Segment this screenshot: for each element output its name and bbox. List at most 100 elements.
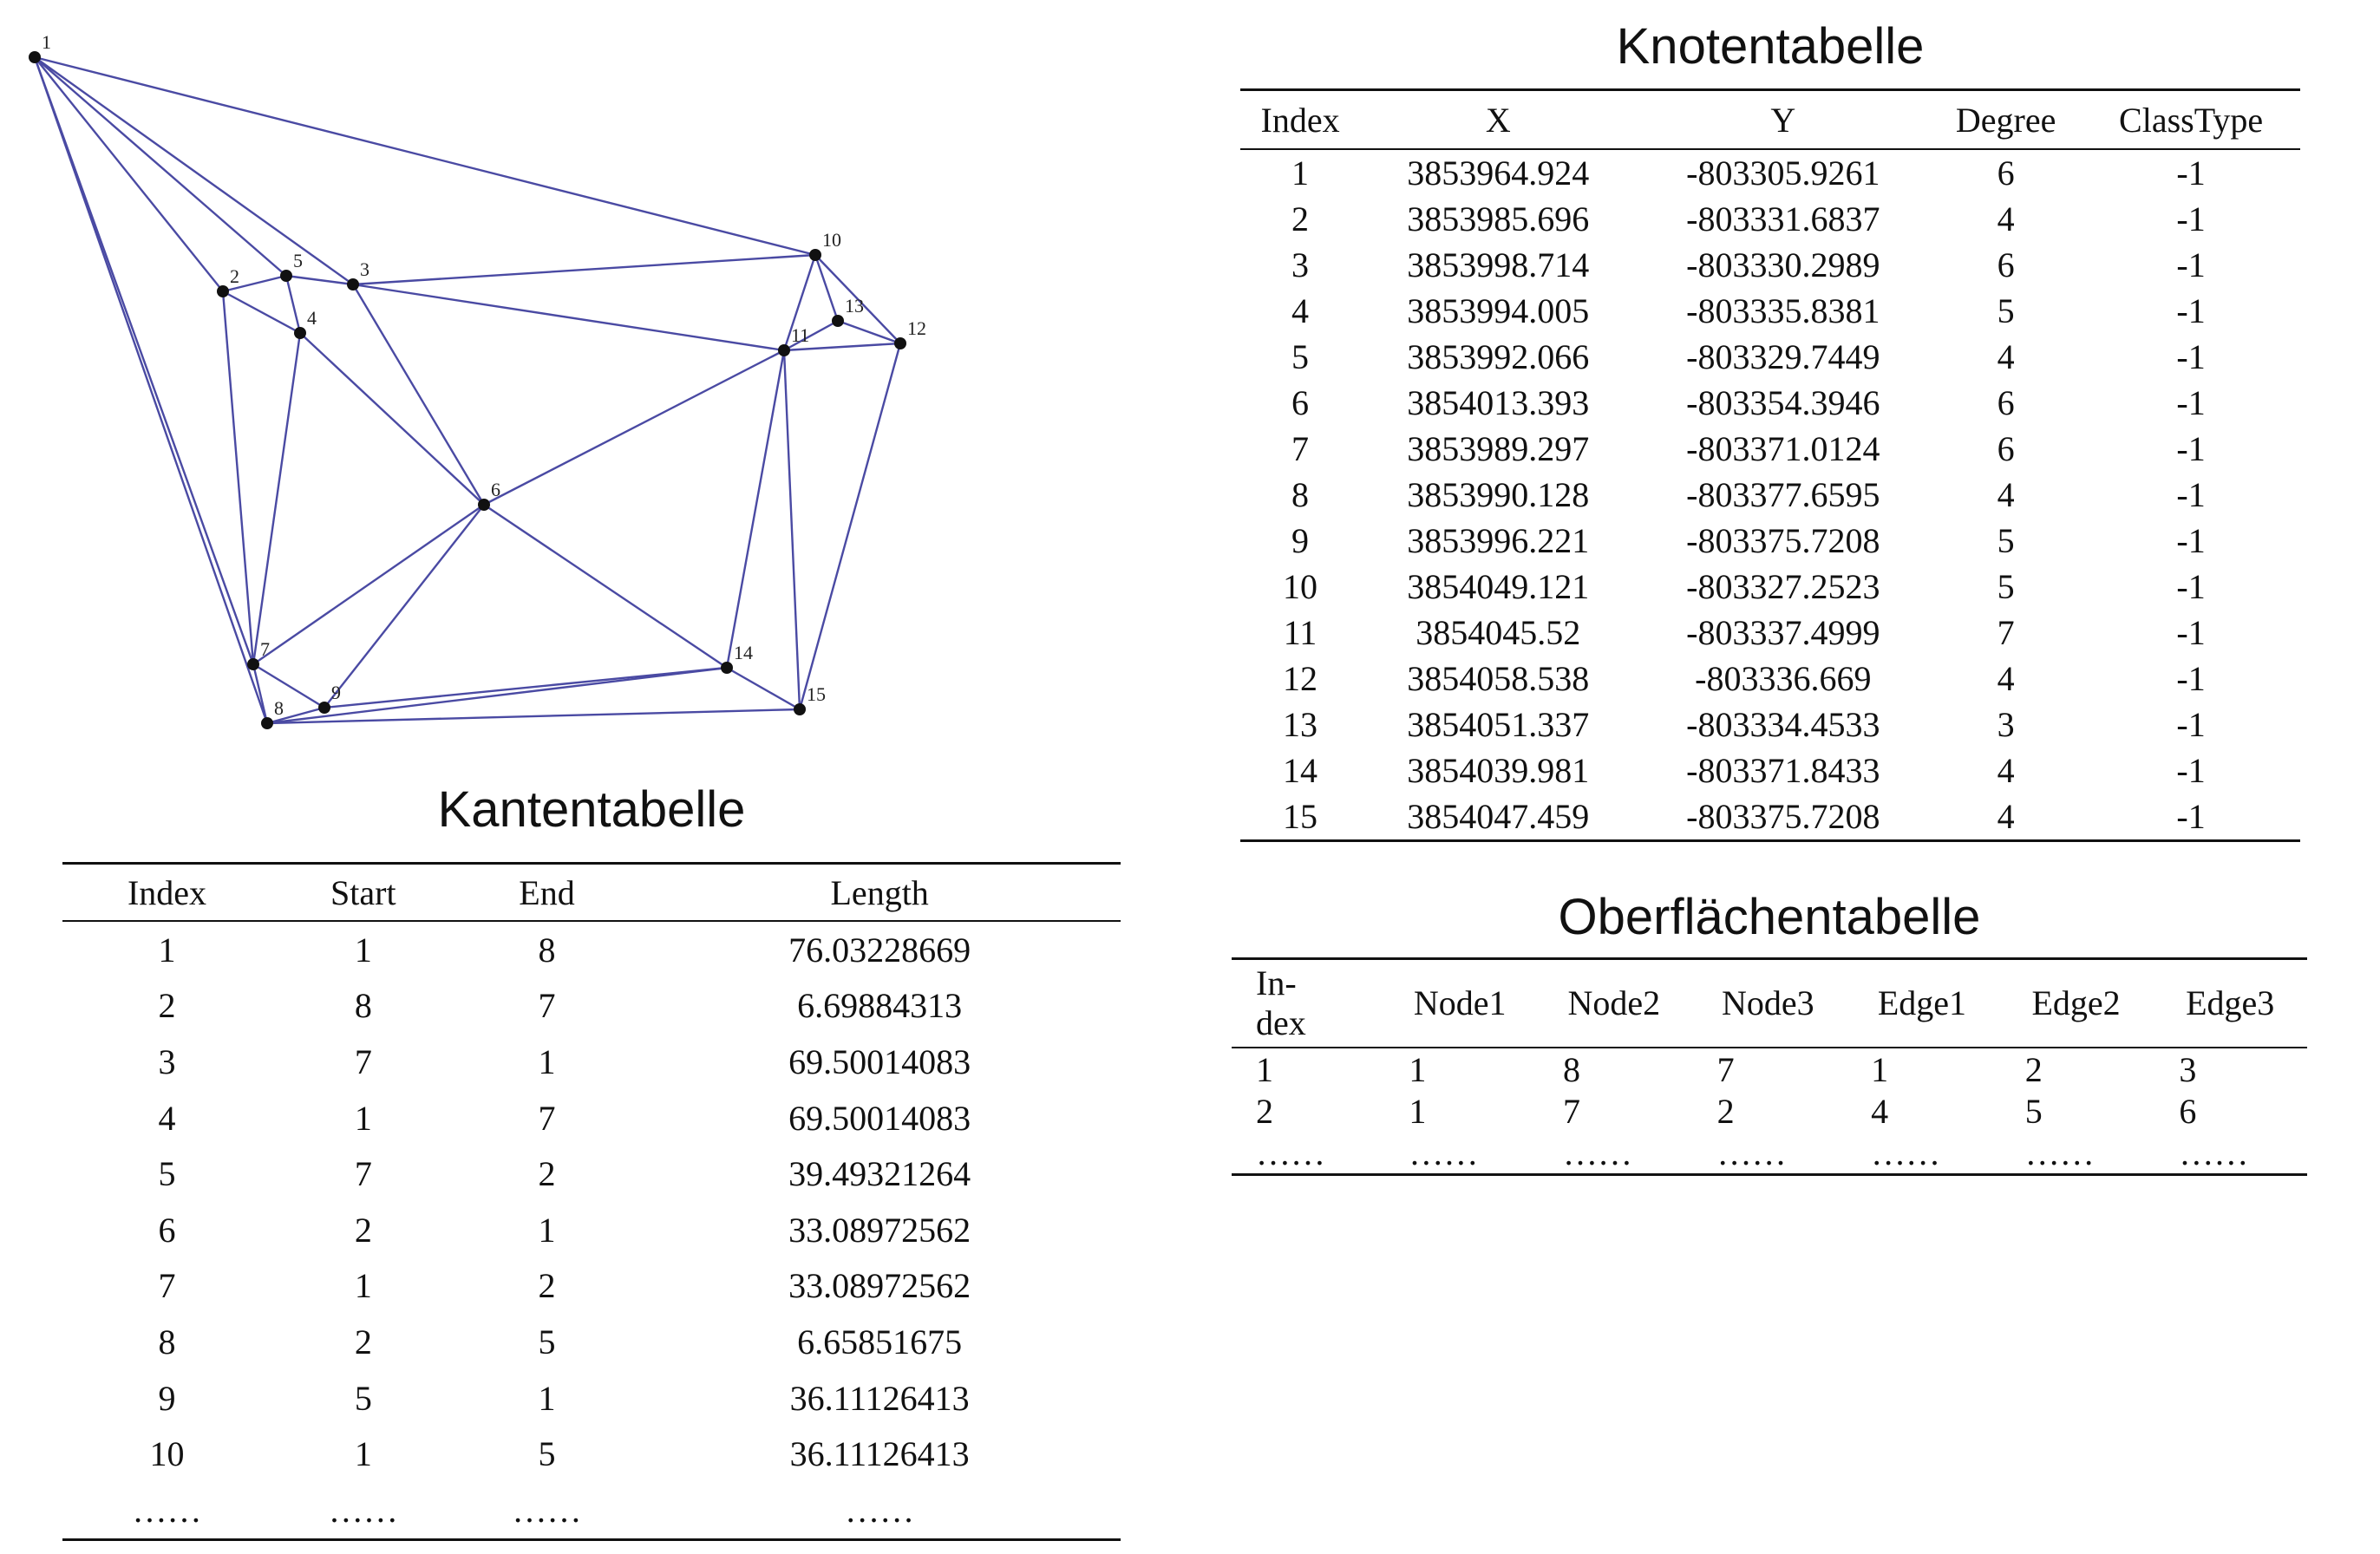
- node-table-cell: 9: [1291, 521, 1310, 560]
- node-table-cell: 6: [1997, 245, 2015, 284]
- surface-table-cell: 1: [1409, 1091, 1427, 1131]
- edge-table-cell: 6.65851675: [797, 1322, 963, 1361]
- edge-table-cell: 8: [158, 1322, 176, 1361]
- node-table-cell: -1: [2176, 797, 2206, 836]
- edge-table-cell: 76.03228669: [788, 930, 971, 970]
- node-table-cell: -1: [2176, 153, 2206, 193]
- node-table-cell: 3854049.121: [1407, 567, 1590, 606]
- graph-node-9: [318, 702, 330, 714]
- node-table-cell: 3: [1291, 245, 1310, 284]
- graph-node-label: 15: [807, 683, 826, 705]
- node-table-cell: -1: [2176, 567, 2206, 606]
- graph-edge-3-10: [352, 253, 816, 286]
- surface-table-cell: 1: [1409, 1049, 1427, 1089]
- edge-table-cell: 5: [354, 1378, 372, 1418]
- graph-node-label: 1: [42, 31, 51, 53]
- surface-table-cell: 6: [2179, 1091, 2197, 1131]
- node-table-cell: -803375.7208: [1686, 521, 1880, 560]
- edge-table-cell: ……: [845, 1490, 915, 1530]
- graph-edge-11-13: [783, 319, 839, 352]
- graph-node-label: 6: [491, 479, 500, 500]
- graph-edge-10-11: [782, 254, 817, 351]
- graph-node-label: 4: [307, 307, 317, 329]
- surface-table-cell: 1: [1256, 1049, 1273, 1089]
- graph-edge-7-8: [252, 663, 269, 724]
- edge-table-cell: ……: [132, 1490, 202, 1530]
- graph-edge-6-9: [324, 504, 485, 708]
- node-table-cell: -1: [2176, 199, 2206, 238]
- node-table-header-cell: Y: [1636, 89, 1931, 150]
- node-table-cell: 12: [1283, 659, 1318, 698]
- node-table-cell: 3854058.538: [1407, 659, 1590, 698]
- edge-table-cell: 6: [158, 1210, 176, 1250]
- edge-table-header-cell: End: [454, 863, 639, 922]
- node-table-cell: -1: [2176, 337, 2206, 376]
- edge-table-cell: 1: [538, 1210, 556, 1250]
- edge-table-cell: 2: [354, 1322, 372, 1361]
- graph-edge-14-15: [726, 666, 801, 711]
- graph-edge-6-7: [252, 504, 485, 665]
- graph-edge-1-10: [34, 56, 816, 257]
- graph-edge-5-4: [284, 275, 302, 334]
- surface-table-cell: ……: [2179, 1133, 2249, 1172]
- graph-edge-4-7: [252, 332, 302, 665]
- surface-table-cell: ……: [1256, 1133, 1325, 1172]
- graph-node-3: [347, 278, 359, 291]
- node-table-cell: 14: [1283, 751, 1318, 790]
- edge-table-cell: 1: [538, 1041, 556, 1081]
- surface-table-header-cell: In- dex: [1232, 958, 1383, 1048]
- graph-edge-1-2: [34, 56, 224, 292]
- graph-node-10: [809, 249, 821, 261]
- edge-table-cell: 1: [354, 1098, 372, 1138]
- node-table-cell: 3: [1997, 705, 2015, 744]
- edge-table-cell: ……: [512, 1490, 582, 1530]
- node-table-cell: -1: [2176, 245, 2206, 284]
- node-table-cell: 3854051.337: [1407, 705, 1590, 744]
- node-table-header-cell: ClassType: [2082, 89, 2300, 150]
- graph-node-2: [217, 285, 229, 297]
- surface-table-header-cell: Node2: [1536, 958, 1691, 1048]
- graph-node-label: 14: [734, 642, 753, 663]
- node-table-cell: 3853994.005: [1407, 291, 1590, 330]
- graph-edge-2-4: [222, 290, 301, 335]
- node-table-cell: -803335.8381: [1686, 291, 1880, 330]
- node-table-cell: 3853990.128: [1407, 475, 1590, 514]
- surface-table-header-cell: Node3: [1690, 958, 1846, 1048]
- graph-edge-6-11: [483, 349, 785, 506]
- graph-edge-7-9: [252, 663, 325, 709]
- node-table-cell: 6: [1291, 383, 1310, 422]
- node-table-cell: 7: [1997, 613, 2015, 652]
- graph-node-label: 13: [845, 295, 864, 317]
- surface-table-cell: 3: [2179, 1049, 2197, 1089]
- node-table-cell: -1: [2176, 475, 2206, 514]
- graph-edge-1-7: [33, 56, 255, 665]
- node-table-cell: -1: [2176, 659, 2206, 698]
- node-table-cell: -803337.4999: [1686, 613, 1880, 652]
- surface-table-cell: 2: [1716, 1091, 1735, 1131]
- node-table-cell: -803329.7449: [1686, 337, 1880, 376]
- graph-edge-8-9: [266, 706, 325, 725]
- node-table-cell: -1: [2176, 429, 2206, 468]
- edge-table-row: ……………………: [62, 1482, 1121, 1539]
- edge-table-cell: 4: [158, 1098, 176, 1138]
- node-table-cell: 5: [1997, 521, 2015, 560]
- node-table-header-cell: Index: [1240, 89, 1361, 150]
- surface-table-header-cell: Edge1: [1845, 958, 1999, 1048]
- edge-table-header-cell: Length: [638, 863, 1121, 922]
- edge-table-cell: 1: [538, 1378, 556, 1418]
- edge-table-cell: 69.50014083: [788, 1041, 971, 1081]
